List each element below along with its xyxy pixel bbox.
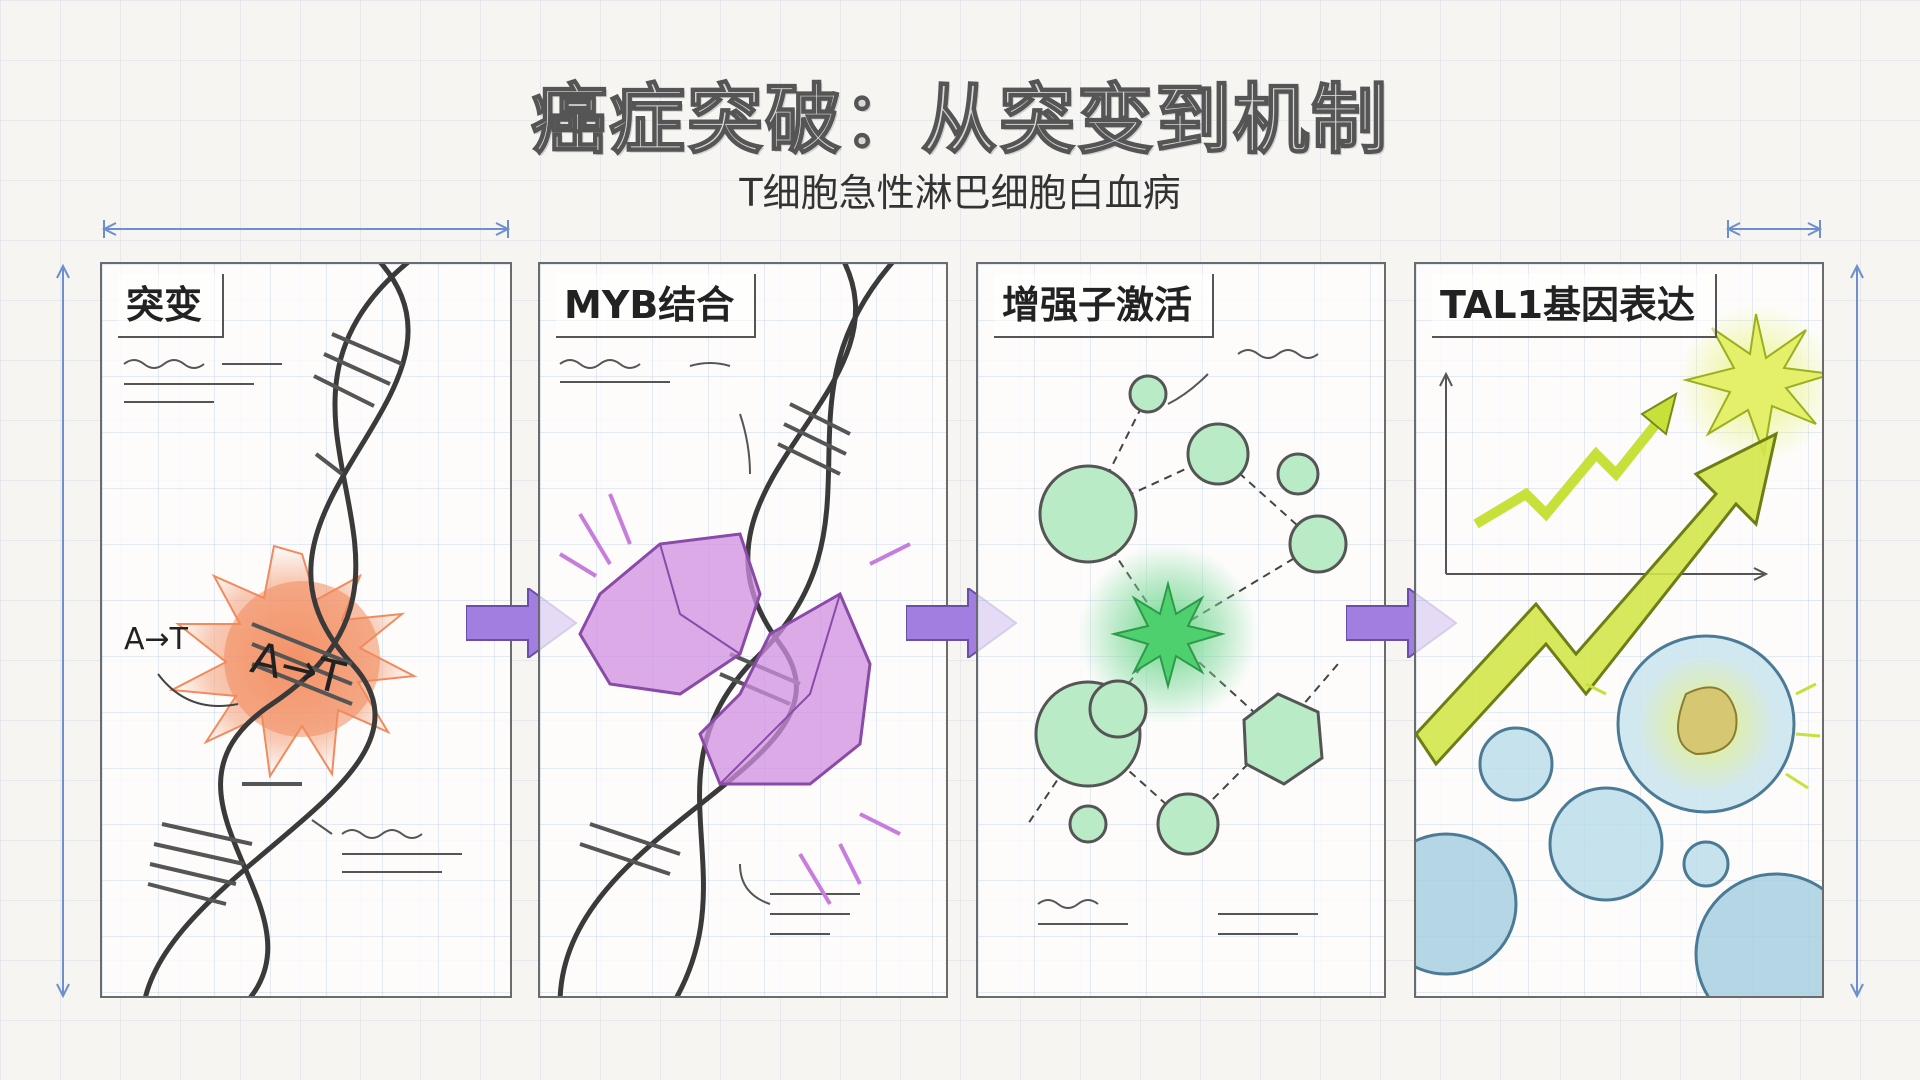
scribble-notes-bottom (311, 819, 462, 873)
dimension-line-left (56, 263, 70, 999)
enhancer-nodes (1034, 374, 1348, 856)
scribble-notes (559, 359, 860, 935)
panel-mutation: A→T A→T 突变 (100, 262, 512, 998)
page-title: 癌症突破：从突变到机制 (530, 74, 1389, 165)
myb-protein-dna-illustration (558, 264, 911, 996)
dna-helix-mutation-illustration: A→T A→T (123, 264, 462, 996)
mini-growth-axes (1439, 371, 1769, 581)
page-subtitle: T细胞急性淋巴细胞白血病 (739, 171, 1181, 215)
panel-enhancer-activation: 增强子激活 (976, 262, 1386, 998)
dimension-line-top-left (101, 220, 511, 238)
dimension-line-right (1850, 263, 1864, 999)
dna-base-pairs (147, 332, 403, 906)
annotation-arrow (157, 673, 239, 707)
scribble-notes-top (123, 359, 282, 403)
panel-label-myb-binding: MYB结合 (556, 274, 757, 338)
dimension-line-top-right (1725, 220, 1823, 238)
cell-nucleus (1677, 686, 1738, 756)
mutation-annotation-small: A→T (124, 622, 189, 657)
enhancer-network-illustration (1027, 349, 1348, 935)
panel-label-tal1-expression: TAL1基因表达 (1432, 274, 1718, 338)
activation-star (1110, 580, 1226, 690)
small-growth-arrow (1473, 420, 1660, 529)
myb-protein-left (578, 532, 762, 696)
glow-rays (1585, 682, 1821, 790)
binding-spark-lines (558, 493, 911, 906)
panel-label-enhancer-activation: 增强子激活 (994, 274, 1215, 338)
myb-protein-right (698, 591, 872, 786)
scribble-notes (1037, 349, 1319, 935)
panel-label-mutation: 突变 (118, 274, 225, 338)
tal1-expression-illustration (1416, 304, 1822, 996)
small-growth-arrowhead (1640, 391, 1678, 436)
big-growth-arrow (1416, 431, 1779, 767)
panel-myb-binding: MYB结合 (538, 262, 948, 998)
panel-tal1-expression: TAL1基因表达 (1414, 262, 1824, 998)
